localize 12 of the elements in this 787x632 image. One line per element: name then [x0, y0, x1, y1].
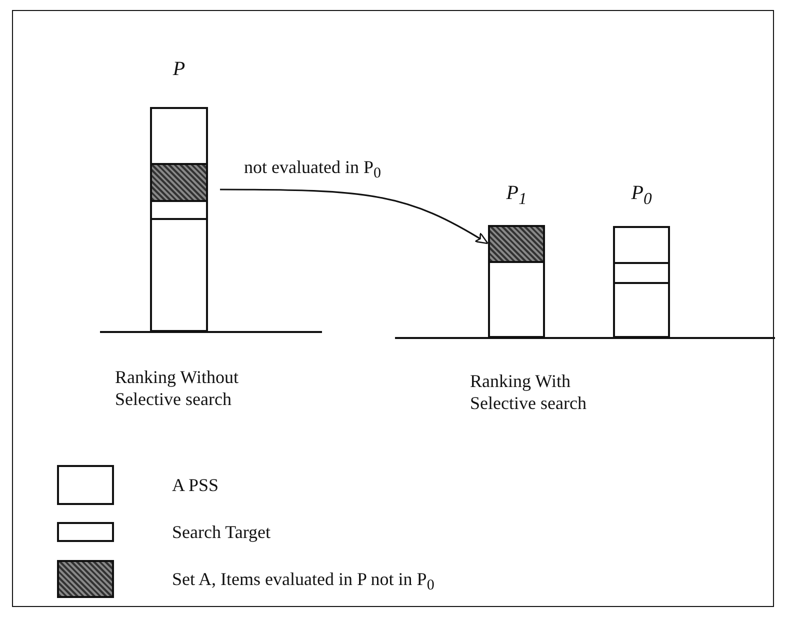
- target-segment: [615, 262, 668, 284]
- caption: Ranking Without Selective search: [115, 366, 240, 410]
- shaded-segment: [490, 225, 543, 263]
- bar-label: P$_{0}$: [630, 182, 653, 209]
- caption: Ranking With Selective search: [470, 370, 588, 414]
- legend-label: Search Target: [172, 521, 271, 543]
- curved-arrow: [220, 188, 488, 244]
- legend-label: A PSS: [172, 474, 219, 496]
- bar-label: P: [172, 58, 186, 81]
- legend-label: Set A, Items evaluated in P not in P$_{0}$: [172, 568, 434, 596]
- bar-label: P$_{1}$: [505, 182, 528, 209]
- shaded-segment: [152, 163, 206, 202]
